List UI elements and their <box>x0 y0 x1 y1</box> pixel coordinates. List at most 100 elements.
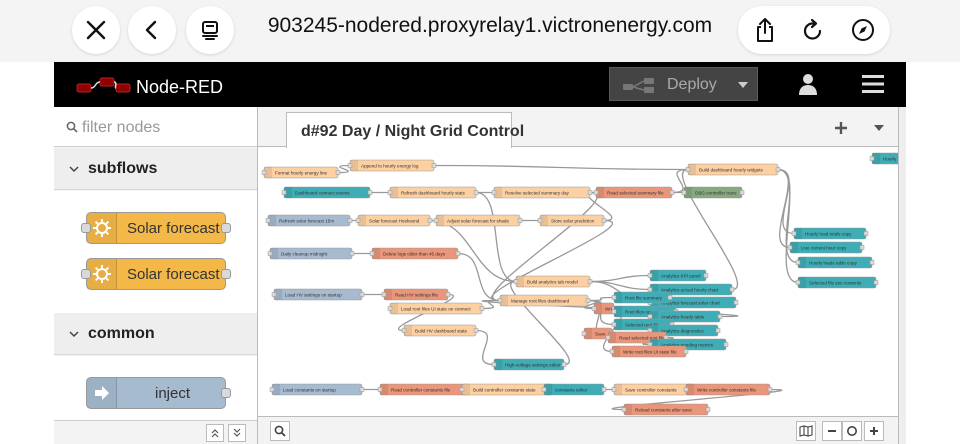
node-output-port[interactable] <box>561 362 567 367</box>
node-input-port[interactable] <box>267 251 273 256</box>
node-input-port[interactable] <box>795 280 801 285</box>
tab-day-night-grid-control[interactable]: d#92 Day / Night Grid Control <box>286 112 524 148</box>
node-output-port[interactable] <box>479 306 485 311</box>
node-input-port[interactable] <box>681 190 687 195</box>
node-input-port[interactable] <box>81 223 91 233</box>
node-input-port[interactable] <box>541 387 547 392</box>
node-output-port[interactable] <box>601 218 607 223</box>
node-output-port[interactable] <box>601 387 607 392</box>
node-output-port[interactable] <box>723 342 729 347</box>
flow-wire[interactable] <box>490 219 614 302</box>
node-input-port[interactable] <box>377 387 383 392</box>
node-output-port[interactable] <box>517 218 523 223</box>
flow-node[interactable]: Solar forecast Hoeksund <box>355 214 433 227</box>
node-input-port[interactable] <box>355 218 361 223</box>
flow-wire[interactable] <box>337 164 351 174</box>
flow-node[interactable]: constants editor <box>541 383 607 396</box>
node-input-port[interactable] <box>459 387 465 392</box>
flow-node[interactable]: Selected file see contents <box>795 276 879 289</box>
add-flow-button[interactable] <box>834 115 848 141</box>
node-input-port[interactable] <box>265 218 271 223</box>
node-input-port[interactable] <box>537 218 543 223</box>
reload-button[interactable] <box>788 6 838 54</box>
flow-node[interactable]: Reload constants after save <box>621 403 711 416</box>
flow-list-menu-icon[interactable] <box>874 125 884 131</box>
node-input-port[interactable] <box>647 314 653 319</box>
zoom-in-button[interactable] <box>864 421 884 441</box>
palette-node-inject[interactable]: inject <box>86 377 231 409</box>
zoom-reset-button[interactable] <box>842 421 862 441</box>
flow-node[interactable]: DBG controller trace <box>681 186 745 199</box>
flow-wire[interactable] <box>457 252 501 302</box>
node-input-port[interactable] <box>591 306 597 311</box>
close-button[interactable] <box>72 6 120 54</box>
tabs-button[interactable] <box>186 6 234 54</box>
category-subflows-header[interactable]: subflows <box>54 148 257 190</box>
flow-node[interactable]: High-voltage settings editor <box>491 358 567 371</box>
node-input-port[interactable] <box>387 306 393 311</box>
node-output-port[interactable] <box>717 314 723 319</box>
node-output-port[interactable] <box>335 170 341 175</box>
flow-node[interactable]: Save controller constants <box>611 383 697 396</box>
node-input-port[interactable] <box>611 322 617 327</box>
flow-node[interactable]: Load HV settings on startup <box>271 288 365 301</box>
node-input-port[interactable] <box>683 387 689 392</box>
node-output-port[interactable] <box>587 190 593 195</box>
node-input-port[interactable] <box>369 251 375 256</box>
flow-node[interactable]: Format hourly energy line <box>261 166 341 179</box>
flow-node[interactable]: Build HV dashboard state <box>401 324 479 337</box>
flow-node[interactable]: Analytics diagnostics <box>647 324 721 337</box>
node-output-port[interactable] <box>367 190 373 195</box>
node-output-port[interactable] <box>427 218 433 223</box>
node-input-port[interactable] <box>581 331 587 336</box>
node-input-port[interactable] <box>647 273 653 278</box>
flow-wire[interactable] <box>681 168 739 291</box>
node-output-port[interactable] <box>715 328 721 333</box>
node-output-port[interactable] <box>587 279 593 284</box>
node-output-port[interactable] <box>347 218 353 223</box>
flow-wire[interactable] <box>475 329 495 366</box>
flow-node[interactable]: Read controller constants file <box>377 383 471 396</box>
node-input-port[interactable] <box>497 298 503 303</box>
node-output-port[interactable] <box>359 292 365 297</box>
share-button[interactable] <box>740 6 790 54</box>
node-output-port[interactable] <box>221 223 231 233</box>
node-input-port[interactable] <box>787 245 793 250</box>
node-input-port[interactable] <box>611 295 617 300</box>
node-input-port[interactable] <box>269 387 275 392</box>
node-output-port[interactable] <box>221 269 231 279</box>
flow-node[interactable]: Read HV settings file <box>381 288 451 301</box>
flow-node[interactable]: Load root files UI state on connect <box>387 302 485 315</box>
node-output-port[interactable] <box>775 167 781 172</box>
node-input-port[interactable] <box>387 190 393 195</box>
flow-wire[interactable] <box>777 168 799 284</box>
flow-wire[interactable] <box>510 280 570 366</box>
node-input-port[interactable] <box>81 269 91 279</box>
node-input-port[interactable] <box>647 287 653 292</box>
node-output-port[interactable] <box>667 295 673 300</box>
flow-node[interactable]: Build analytics tab model <box>513 275 593 288</box>
node-output-port[interactable] <box>473 328 479 333</box>
node-output-port[interactable] <box>729 287 735 292</box>
node-input-port[interactable] <box>271 292 277 297</box>
flow-node[interactable]: Dashboard connect events <box>281 186 373 199</box>
node-output-port[interactable] <box>705 407 711 412</box>
node-input-port[interactable] <box>685 167 691 172</box>
back-button[interactable] <box>128 6 176 54</box>
node-input-port[interactable] <box>869 156 875 161</box>
expand-all-button[interactable] <box>228 424 246 442</box>
node-input-port[interactable] <box>791 231 797 236</box>
flow-node[interactable]: Refresh solar forecast 15m <box>265 214 353 227</box>
flow-node[interactable]: Write root files UI state file <box>609 345 689 358</box>
safari-button[interactable] <box>838 6 888 54</box>
flow-wire[interactable] <box>589 274 651 283</box>
node-input-port[interactable] <box>621 407 627 412</box>
url-bar[interactable]: 903245-nodered.proxyrelay1.victronenergy… <box>267 14 713 37</box>
node-input-port[interactable] <box>433 218 439 223</box>
flow-node[interactable]: Hourly load totals copy <box>791 227 869 240</box>
flow-node[interactable]: Daily cleanup midnight <box>267 247 355 260</box>
flow-wire[interactable] <box>611 388 783 411</box>
node-output-port[interactable] <box>349 251 355 256</box>
